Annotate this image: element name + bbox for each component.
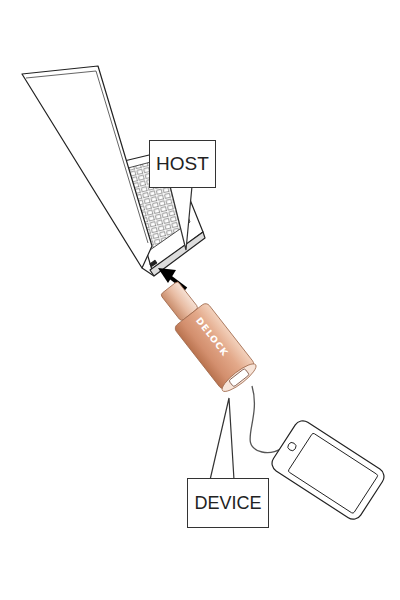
callout-box: HOST	[149, 140, 216, 188]
callout-pointer	[170, 186, 192, 250]
callout-text: DEVICE	[194, 493, 261, 514]
callout-pointer	[210, 398, 234, 480]
smartphone	[269, 417, 388, 522]
usb-adapter	[152, 275, 259, 395]
callout-text: HOST	[156, 153, 209, 175]
callout-box: DEVICE	[187, 478, 269, 528]
